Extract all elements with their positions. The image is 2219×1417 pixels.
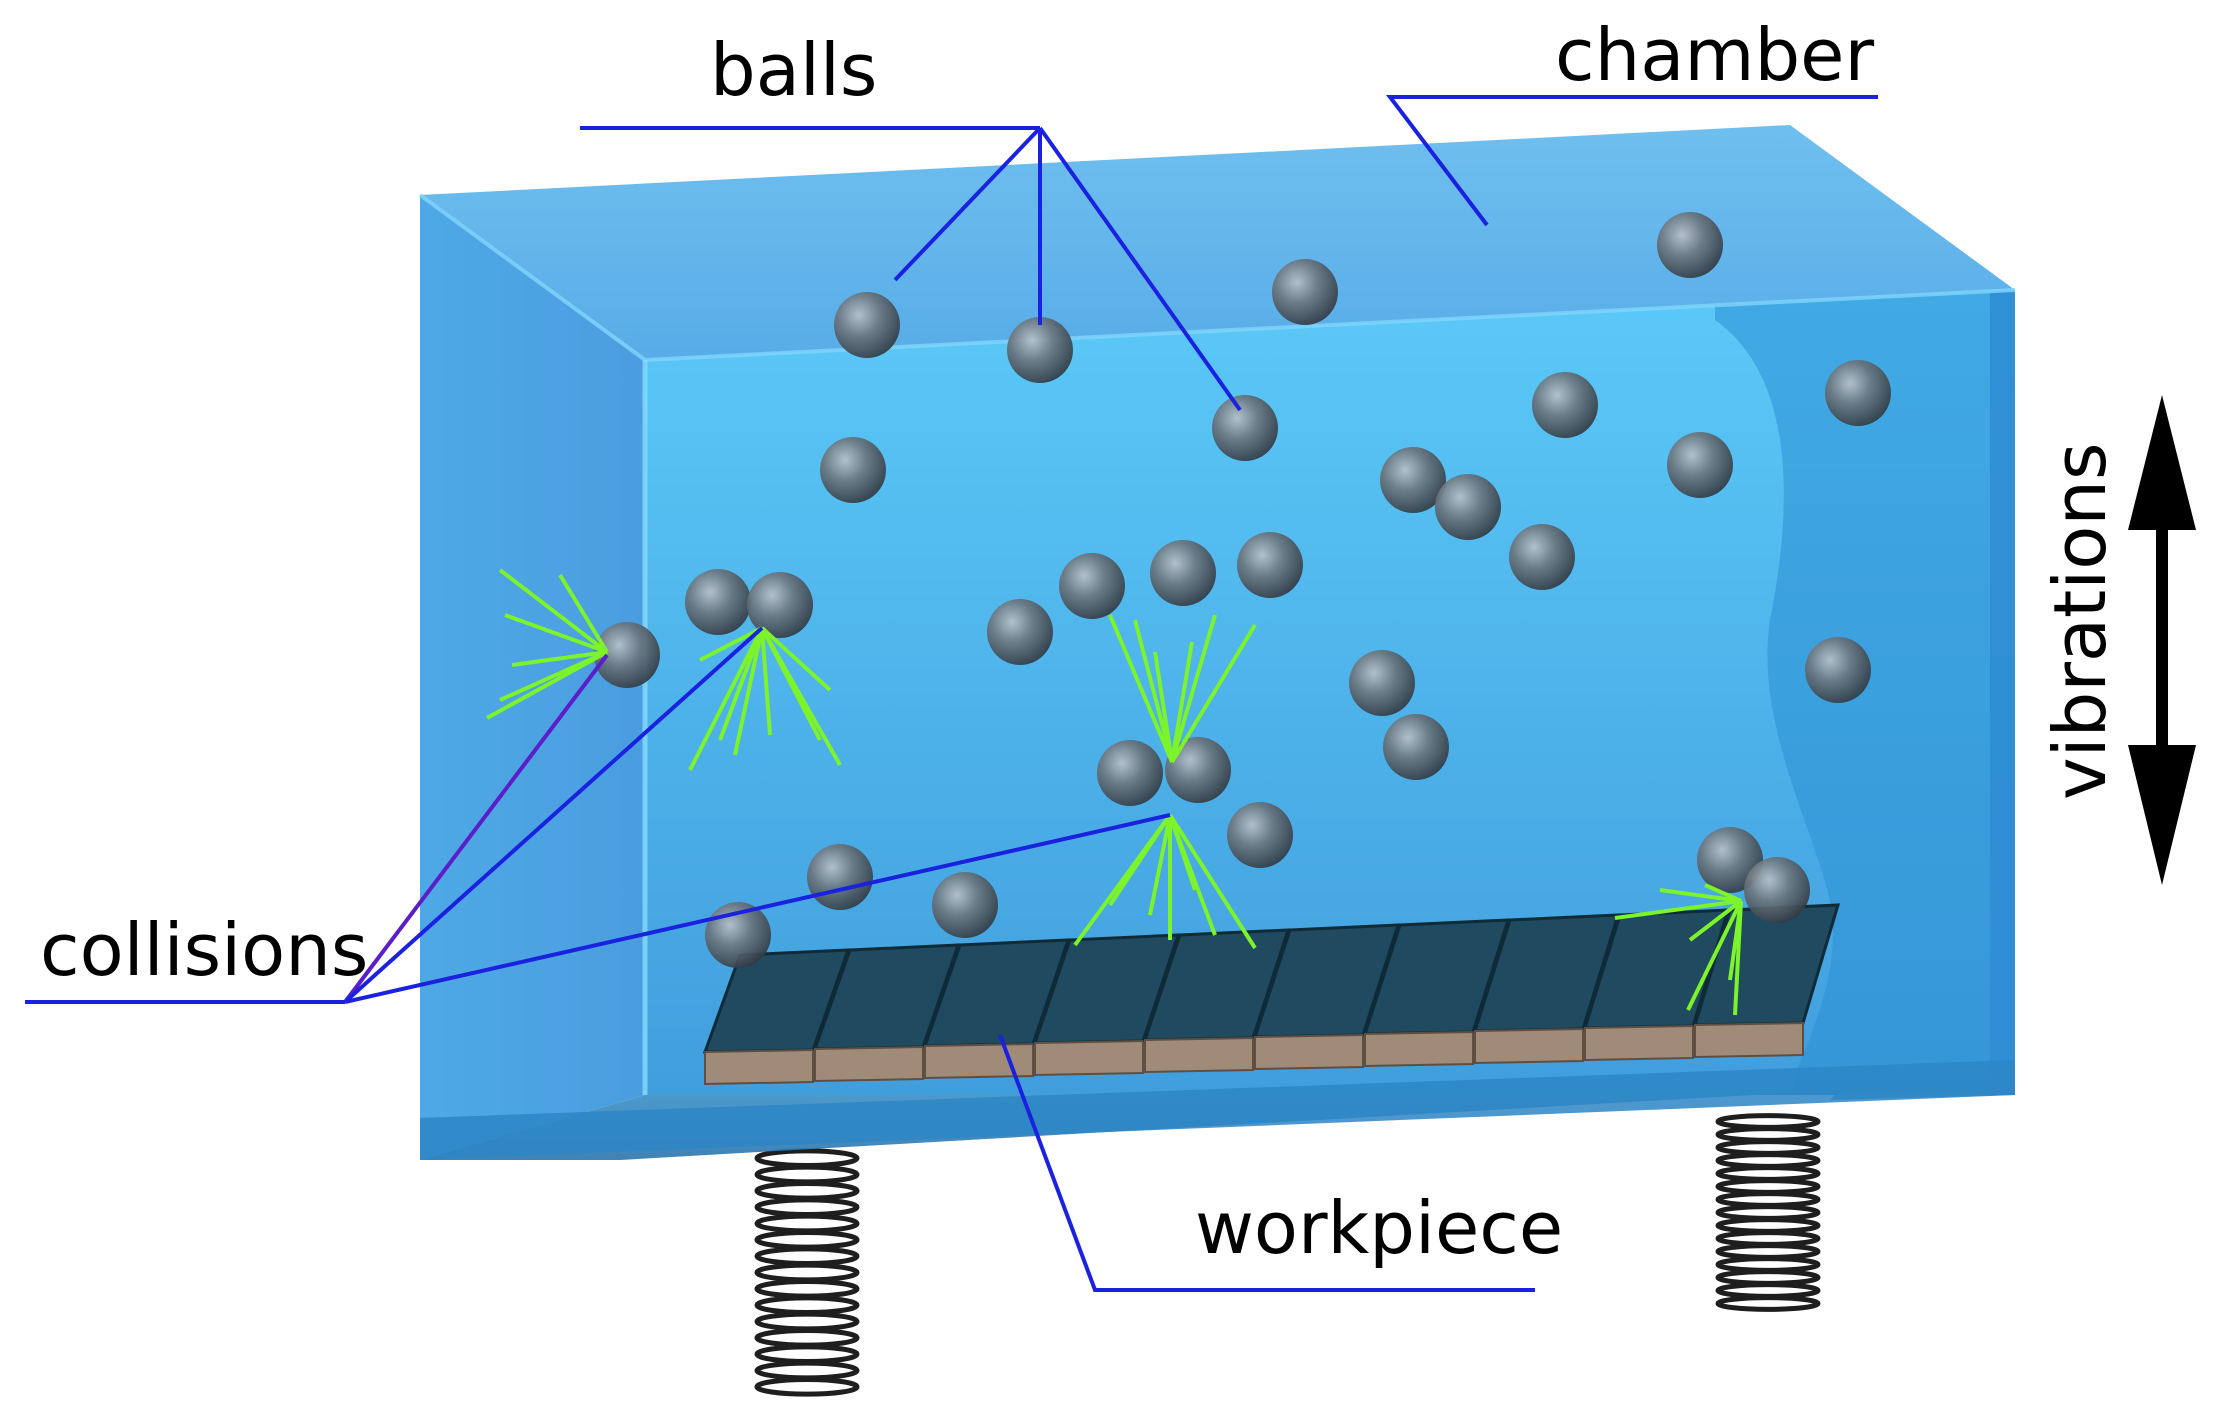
workpiece-plate-edge — [704, 1048, 814, 1086]
ball — [834, 292, 900, 358]
coil-spring-icon — [1715, 1113, 1821, 1312]
chamber-leader — [1385, 95, 1878, 227]
chamber-left-side — [420, 195, 645, 1160]
ball — [1212, 395, 1278, 461]
ball — [1383, 714, 1449, 780]
ball — [1007, 317, 1073, 383]
workpiece-plate-edge — [1364, 1030, 1474, 1068]
ball — [1744, 857, 1810, 923]
ball — [820, 437, 886, 503]
collision-burst — [688, 626, 842, 771]
ball — [1435, 474, 1501, 540]
collisions-label: collisions — [40, 908, 368, 992]
workpiece-plate-edge — [1584, 1024, 1694, 1062]
ball — [1227, 802, 1293, 868]
ball — [1509, 524, 1575, 590]
ball — [594, 622, 660, 688]
vibrations-label: vibrations — [2038, 443, 2122, 800]
chamber-top — [420, 125, 2015, 360]
workpiece-plate-edge — [1034, 1039, 1144, 1077]
workpiece-plate-edge — [1254, 1033, 1364, 1071]
ball — [1532, 372, 1598, 438]
workpiece-leader — [998, 1034, 1535, 1292]
ball — [1825, 360, 1891, 426]
double-headed-vertical-arrow-icon — [2128, 395, 2196, 885]
ball — [1097, 740, 1163, 806]
chamber-label: chamber — [1555, 13, 1874, 97]
ball — [932, 872, 998, 938]
ball — [1697, 827, 1763, 893]
ball — [1059, 553, 1125, 619]
ball — [1805, 637, 1871, 703]
ball — [1165, 737, 1231, 803]
workpiece-plate-edge — [1144, 1036, 1254, 1074]
collisions-leader-3 — [344, 813, 1171, 1004]
ball — [1380, 447, 1446, 513]
workpiece-plate-edge — [814, 1045, 924, 1083]
ball — [1657, 212, 1723, 278]
balls-group — [594, 212, 1891, 968]
leader-lines — [25, 95, 1878, 1292]
ball — [1150, 540, 1216, 606]
chamber-reflection — [1715, 290, 2015, 1095]
ball — [685, 569, 751, 635]
ball — [1272, 259, 1338, 325]
collision-burst — [1073, 813, 1257, 950]
chamber-bottom-slab — [420, 1060, 2015, 1160]
workpiece-plate-edge — [1694, 1021, 1804, 1059]
collision-burst — [486, 568, 609, 720]
coil-spring-icon — [754, 1148, 860, 1397]
collision-rays — [486, 568, 1743, 1016]
balls-label: balls — [710, 28, 877, 112]
ball — [747, 572, 813, 638]
ball — [1667, 432, 1733, 498]
collisions-leader-2 — [343, 626, 764, 1004]
collisions-leader-1 — [343, 653, 609, 1004]
workpiece-plate-edge — [1474, 1027, 1584, 1065]
collision-burst — [1108, 614, 1257, 764]
coil-springs — [754, 1113, 1821, 1397]
collision-burst — [1614, 883, 1743, 1016]
balls-leader-1 — [893, 126, 1042, 282]
balls-leader-3 — [1038, 126, 1242, 412]
chamber-right-wall — [1990, 290, 2015, 1095]
ball — [1349, 650, 1415, 716]
workpiece-plate-edge — [924, 1042, 1034, 1080]
workpiece-label: workpiece — [1195, 1186, 1563, 1270]
ball — [1237, 532, 1303, 598]
ball — [807, 844, 873, 910]
ball — [987, 599, 1053, 665]
